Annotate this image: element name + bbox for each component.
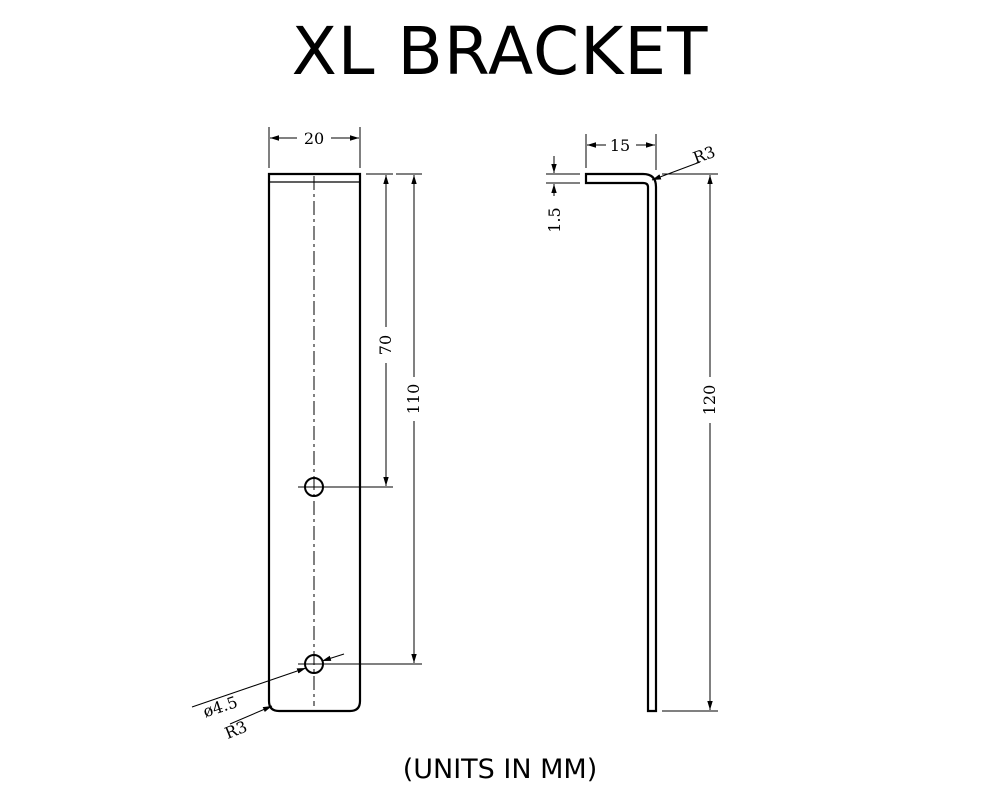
hole-offset-dim-label: 70 [376, 335, 395, 355]
plate-outline [267, 172, 362, 713]
flange-dimension: 15 [585, 134, 657, 170]
height-dim-label: 120 [700, 385, 719, 416]
corner-radius-label: R3 [222, 717, 250, 743]
hole-spacing-dim-label: 110 [404, 384, 423, 415]
height-dimension: 120 [662, 173, 720, 712]
width-dimension: 20 [268, 127, 361, 168]
thickness-dim-label: 1.5 [545, 207, 564, 232]
units-note: (UNITS IN MM) [402, 754, 598, 785]
thickness-dimension: 1.5 [545, 156, 580, 233]
drawing-title: XL BRACKET [291, 13, 709, 90]
front-view: 20 70 110 ø4.5 R3 [191, 127, 424, 743]
bracket-profile [584, 172, 658, 713]
flange-dim-label: 15 [610, 136, 630, 155]
width-dim-label: 20 [304, 129, 324, 148]
bend-radius-label: R3 [690, 142, 717, 167]
hole-spacing-dimension: 110 [330, 173, 424, 665]
hole-offset-dimension: 70 [330, 173, 396, 488]
hole-diameter-label: ø4.5 [201, 692, 240, 721]
side-view: 15 R3 1.5 120 [545, 134, 720, 713]
